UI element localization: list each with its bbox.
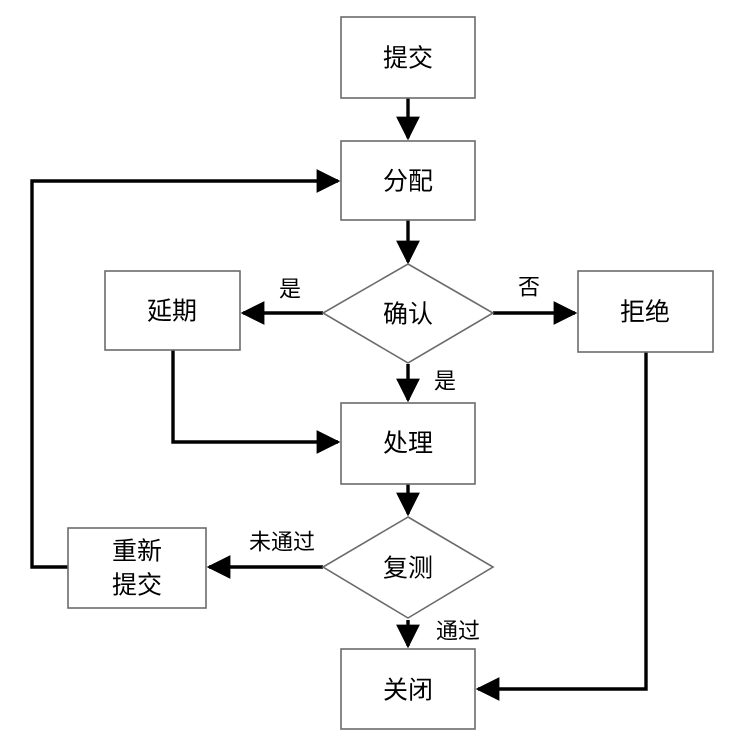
node-close-label: 关闭 — [383, 676, 433, 705]
node-assign: 分配 — [340, 140, 476, 221]
node-close-box — [340, 648, 476, 730]
node-retest-label: 复测 — [383, 554, 433, 583]
node-resubmit-label-line2: 提交 — [112, 571, 162, 600]
edge-reject-to-close — [475, 352, 648, 701]
node-submit: 提交 — [340, 16, 476, 99]
node-confirm: 确认 — [321, 263, 495, 364]
node-reject: 拒绝 — [577, 270, 714, 353]
edges — [30, 98, 648, 701]
node-confirm-label: 确认 — [383, 300, 433, 329]
edge-label-confirm-to-defer: 是 — [279, 278, 301, 303]
node-reject-label: 拒绝 — [620, 298, 670, 327]
node-resubmit-label-line1: 重新 — [112, 537, 162, 566]
node-process-box — [340, 402, 476, 485]
node-confirm-diamond — [321, 263, 495, 364]
edge-labels: 是 否 是 未通过 通过 — [249, 276, 540, 645]
node-retest-diamond — [321, 516, 495, 619]
node-process-label: 处理 — [383, 429, 433, 458]
node-process: 处理 — [340, 402, 476, 485]
edge-label-confirm-to-process: 是 — [434, 370, 456, 395]
node-close: 关闭 — [340, 648, 476, 730]
edge-defer-to-process — [171, 350, 341, 454]
node-resubmit-box — [67, 527, 207, 609]
node-defer-label: 延期 — [147, 297, 197, 326]
node-defer: 延期 — [104, 270, 241, 351]
edge-resubmit-to-assign — [30, 169, 341, 569]
node-retest: 复测 — [321, 516, 495, 619]
edge-label-retest-to-resubmit: 未通过 — [249, 531, 315, 556]
node-assign-box — [340, 140, 476, 221]
node-submit-label: 提交 — [383, 44, 433, 73]
node-reject-box — [577, 270, 714, 353]
node-defer-box — [104, 270, 241, 351]
node-submit-box — [340, 16, 476, 99]
node-assign-label: 分配 — [383, 167, 433, 196]
node-resubmit: 重新 提交 — [67, 527, 207, 609]
edge-label-confirm-to-reject: 否 — [518, 276, 540, 301]
edge-label-retest-to-close: 通过 — [436, 620, 480, 645]
